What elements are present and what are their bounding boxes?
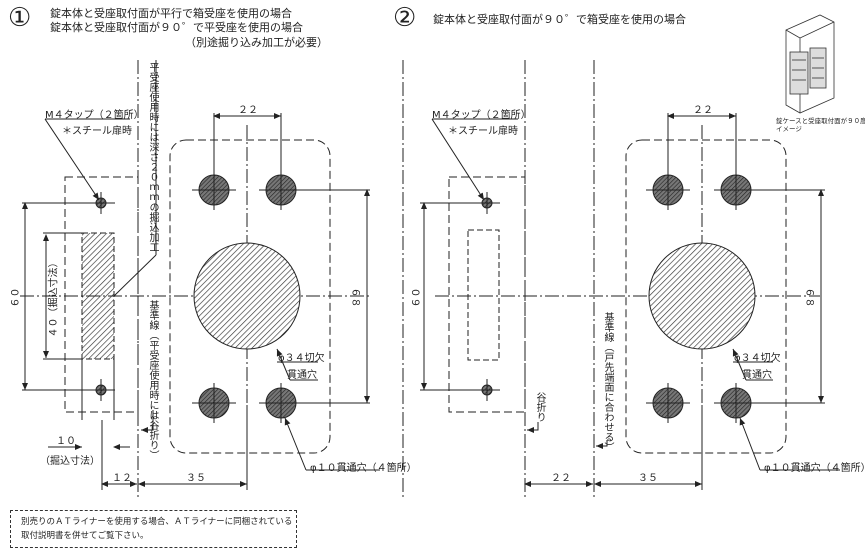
section-2-number: ② bbox=[393, 3, 417, 33]
strike-plate-outline-2 bbox=[448, 176, 526, 413]
steel-door-label-1: ＊スチール扉時 bbox=[62, 126, 132, 137]
mortise-outline-2 bbox=[625, 139, 787, 454]
dim-22-bottom-label: ２２ bbox=[551, 473, 571, 484]
dim-12-label: １２ bbox=[112, 473, 132, 484]
steel-door-label-2: ＊スチール扉時 bbox=[448, 126, 518, 137]
section-1-title-line3: （別途掘り込み加工が必要） bbox=[185, 36, 328, 49]
cutout-34-2 bbox=[648, 242, 756, 350]
m4-tap-label-1: M４タップ（２箇所） bbox=[45, 110, 144, 121]
dim-35-label-1: ３５ bbox=[186, 473, 206, 484]
box-strike-outline bbox=[467, 229, 500, 361]
dim-40-label: ４０（掘込寸法） bbox=[48, 257, 60, 338]
cutout-label-2: φ３４切欠 bbox=[734, 353, 781, 364]
dim-22-label-1: ２２ bbox=[238, 105, 258, 116]
image-caption-line2: イメージ bbox=[776, 125, 802, 133]
cutout-label-1: φ３４切欠 bbox=[278, 353, 325, 364]
through-hole-label-2: 貫通穴 bbox=[742, 370, 772, 381]
lock-case-isometric-image bbox=[785, 14, 835, 114]
m4-tap-label-2: M４タップ（２箇所） bbox=[432, 110, 531, 121]
dim-60-label-2: ６０ bbox=[411, 287, 423, 308]
note-line1: 別売りのＡＴライナーを使用する場合、ＡＴライナーに同梱されている bbox=[21, 517, 293, 527]
dim-60-label-1: ６０ bbox=[10, 287, 22, 308]
section-1-number: ① bbox=[8, 3, 32, 33]
mortise-outline-1 bbox=[169, 139, 331, 454]
cutout-34 bbox=[193, 242, 301, 350]
hole-10-label-2: φ１０貫通穴（４箇所） bbox=[764, 463, 865, 474]
baseline-label-2: 基準線（戸先端面に合わせる） bbox=[602, 312, 613, 452]
through-hole-label-1: 貫通穴 bbox=[287, 370, 317, 381]
dim-10-label: １０ bbox=[56, 436, 76, 447]
strike-plate-outline-1 bbox=[64, 176, 139, 413]
section-1-title-line1: 錠本体と受座取付面が平行で箱受座を使用の場合 bbox=[50, 7, 292, 20]
recess-depth-note: 平受座使用時には深さ２０ｍｍの掘込加工 bbox=[147, 62, 158, 252]
section-2-title-line1: 錠本体と受座取付面が９０゜で箱受座を使用の場合 bbox=[433, 13, 686, 26]
dim-68-label-2: ６８ bbox=[803, 287, 815, 308]
note-line2: 取付説明書を併せてご覧下さい。 bbox=[21, 531, 149, 541]
dim-35-label-2: ３５ bbox=[638, 473, 658, 484]
image-caption-line1: 錠ケースと受座取付面が９０度 bbox=[776, 117, 865, 125]
dim-22-label-2: ２２ bbox=[693, 105, 713, 116]
dim-68-label-1: ６８ bbox=[349, 287, 361, 308]
dim-10-note: （掘込寸法） bbox=[40, 456, 100, 467]
fold-label-2: 谷折り bbox=[534, 392, 545, 422]
hole-10-label-1: φ１０貫通穴（４箇所） bbox=[310, 463, 417, 474]
baseline-label-1: 基準線（平受座使用時には谷折り） bbox=[147, 300, 158, 460]
section-1-title-line2: 錠本体と受座取付面が９０゜で平受座を使用の場合 bbox=[50, 21, 303, 34]
at-liner-note: 別売りのＡＴライナーを使用する場合、ＡＴライナーに同梱されている 取付説明書を併… bbox=[10, 510, 297, 548]
